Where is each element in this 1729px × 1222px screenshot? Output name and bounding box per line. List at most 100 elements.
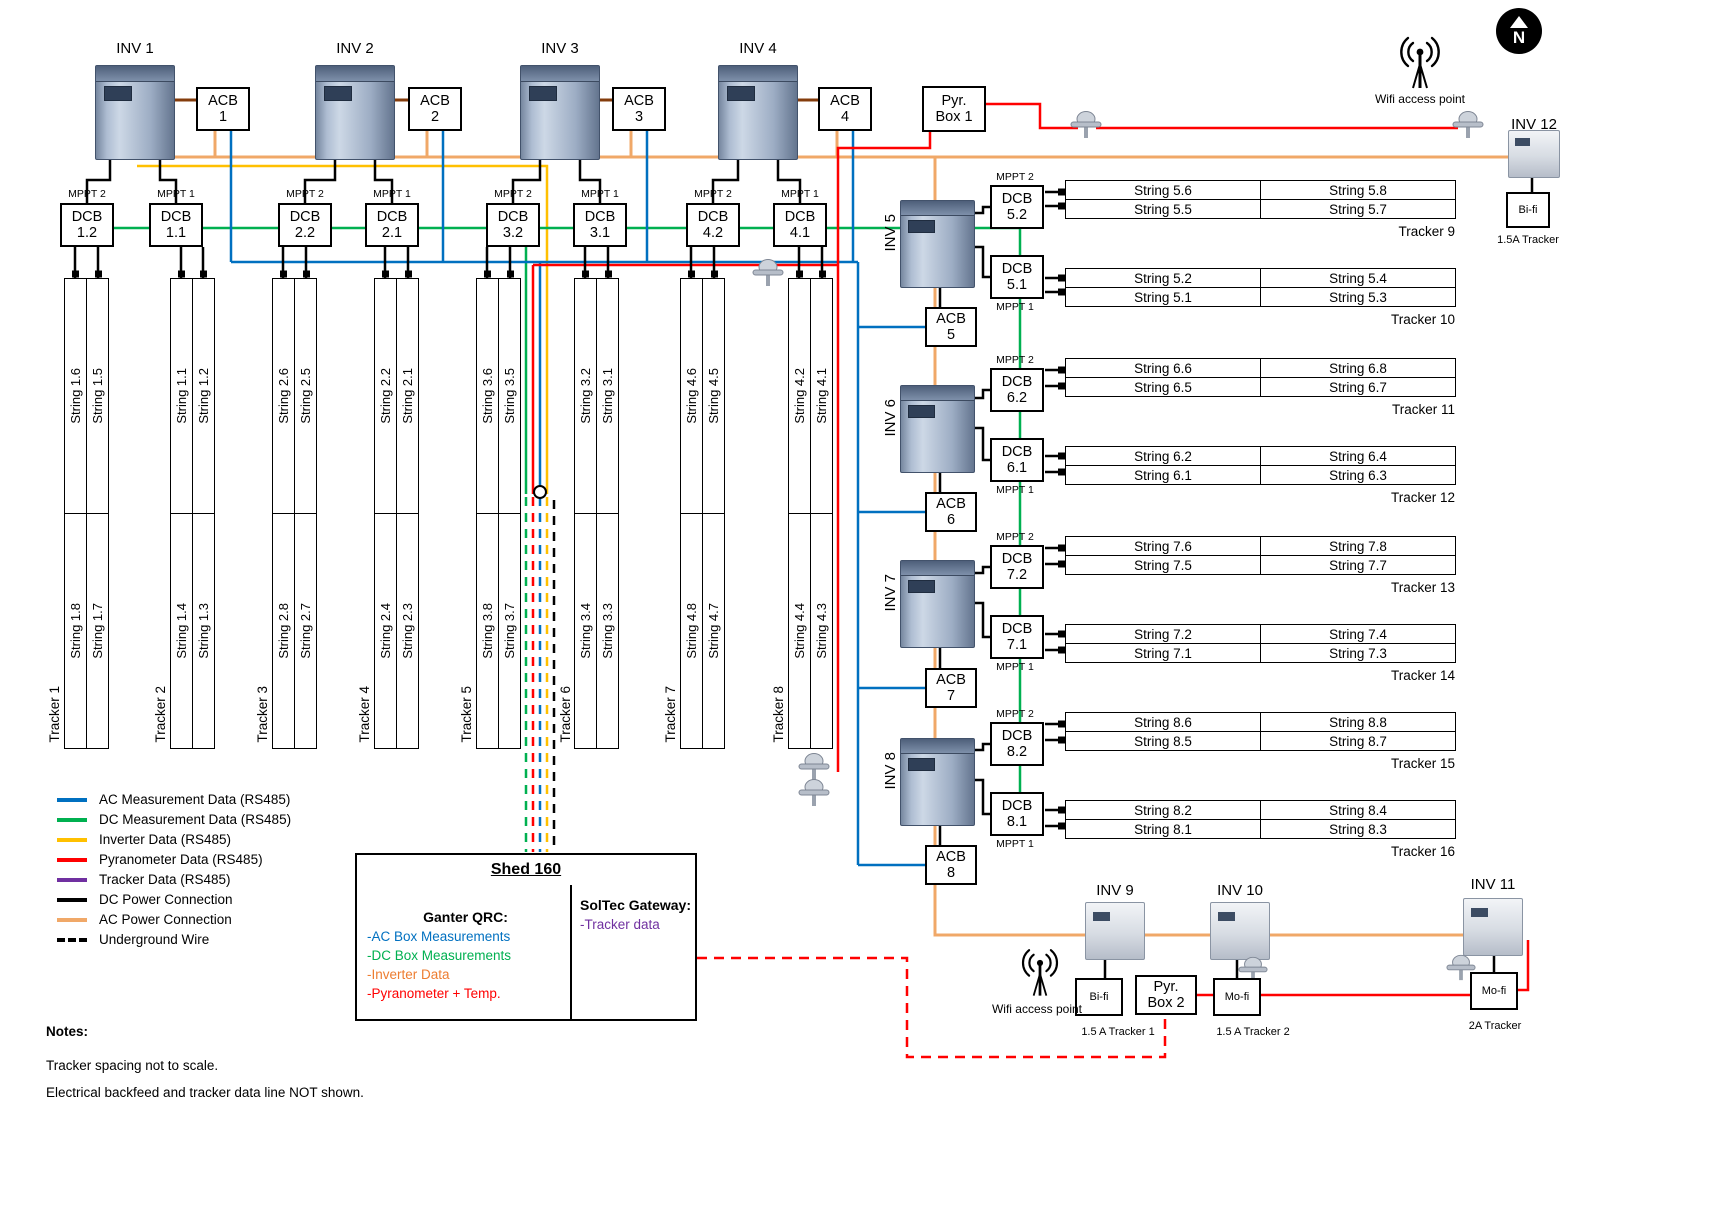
pyranometer-icon xyxy=(1068,108,1104,145)
dcb-box: DCB 7.1 xyxy=(990,615,1044,659)
legend-swatch xyxy=(57,837,87,842)
dcb-box: DCB 6.1 xyxy=(990,438,1044,482)
inverter-label: INV 11 xyxy=(1470,876,1516,893)
legend-swatch xyxy=(57,797,87,802)
tracker-label: Tracker 16 xyxy=(1390,844,1455,859)
string-label: String 1.5 xyxy=(90,368,105,424)
string-cell: String 2.8 xyxy=(272,513,295,749)
mofi-box: Mo-fi xyxy=(1213,978,1261,1016)
string-cell: String 8.2 xyxy=(1065,800,1261,820)
string-label: String 2.6 xyxy=(276,368,291,424)
legend-label: Inverter Data (RS485) xyxy=(99,832,232,847)
legend-swatch xyxy=(57,897,87,902)
dcb-label: DCB 6.1 xyxy=(1001,443,1033,476)
pyr-box-1-label: Pyr. Box 1 xyxy=(935,92,973,125)
inverter-label: INV 10 xyxy=(1217,882,1263,899)
tracker-table: String 1.6 String 1.5 String 1.8 String … xyxy=(64,278,110,750)
shed-item: -AC Box Measurements xyxy=(367,929,511,944)
shed-box: Shed 160 Ganter QRC: -AC Box Measurement… xyxy=(355,853,697,1021)
string-label: String 3.3 xyxy=(600,603,615,659)
string-cell: String 6.7 xyxy=(1260,377,1456,397)
string-cell: String 3.4 xyxy=(574,513,597,749)
inverter-label: INV 2 xyxy=(336,40,374,57)
string-cell: String 6.3 xyxy=(1260,465,1456,485)
string-cell: String 4.8 xyxy=(680,513,703,749)
tracker-caption: 1.5A Tracker xyxy=(1497,234,1559,246)
dcb-label: DCB 2.2 xyxy=(289,208,321,241)
compass-letter: N xyxy=(1512,28,1526,47)
legend-label: Pyranometer Data (RS485) xyxy=(99,852,263,867)
inverter-image xyxy=(520,65,600,160)
acb-label: ACB 5 xyxy=(936,310,966,343)
legend-item: AC Power Connection xyxy=(57,912,232,927)
string-cell: String 7.8 xyxy=(1260,536,1456,556)
bifi-label: Bi-fi xyxy=(1518,203,1538,216)
string-label: String 4.1 xyxy=(814,368,829,424)
junction-node xyxy=(533,485,547,499)
mofi-label: Mo-fi xyxy=(1224,990,1250,1003)
tracker-label: Tracker 15 xyxy=(1390,756,1455,771)
tracker-table: String 1.1 String 1.2 String 1.4 String … xyxy=(170,278,216,750)
legend-item: DC Power Connection xyxy=(57,892,233,907)
string-cell: String 7.5 xyxy=(1065,555,1261,575)
inverter-image xyxy=(900,385,975,473)
string-label: String 1.4 xyxy=(174,603,189,659)
tracker-table: String 4.2 String 4.1 String 4.4 String … xyxy=(788,278,834,750)
tracker-table: String 2.6 String 2.5 String 2.8 String … xyxy=(272,278,318,750)
string-cell: String 1.4 xyxy=(170,513,193,749)
string-label: String 4.5 xyxy=(706,368,721,424)
string-label: String 3.4 xyxy=(578,603,593,659)
string-cell: String 5.8 xyxy=(1260,180,1456,200)
string-cell: String 8.7 xyxy=(1260,731,1456,751)
dcb-label: DCB 4.1 xyxy=(784,208,816,241)
string-label: String 4.4 xyxy=(792,603,807,659)
acb-label: ACB 4 xyxy=(830,92,860,125)
dcb-label: DCB 1.2 xyxy=(71,208,103,241)
tracker-table: String 6.2 String 6.4 String 6.1 String … xyxy=(1065,446,1457,505)
string-label: String 1.8 xyxy=(68,603,83,659)
string-cell: String 3.8 xyxy=(476,513,499,749)
dcb-label: DCB 8.2 xyxy=(1001,727,1033,760)
dcb-label: DCB 5.1 xyxy=(1001,260,1033,293)
inverter-image xyxy=(315,65,395,160)
string-cell: String 3.5 xyxy=(498,278,521,514)
acb-label: ACB 8 xyxy=(936,848,966,881)
compass-icon: N xyxy=(1496,8,1542,54)
string-cell: String 3.2 xyxy=(574,278,597,514)
string-label: String 2.8 xyxy=(276,603,291,659)
string-cell: String 2.6 xyxy=(272,278,295,514)
string-cell: String 4.6 xyxy=(680,278,703,514)
string-cell: String 6.2 xyxy=(1065,446,1261,466)
mppt-label: MPPT 1 xyxy=(996,484,1034,496)
legend-label: DC Power Connection xyxy=(99,892,233,907)
legend-item: AC Measurement Data (RS485) xyxy=(57,792,290,807)
mppt-label: MPPT 1 xyxy=(157,188,195,200)
mppt-label: MPPT 2 xyxy=(494,188,532,200)
notes-header: Notes: xyxy=(46,1024,89,1039)
string-cell: String 3.6 xyxy=(476,278,499,514)
shed-right-cell: SolTec Gateway: -Tracker data xyxy=(572,885,695,1021)
string-cell: String 5.4 xyxy=(1260,268,1456,288)
dcb-box: DCB 6.2 xyxy=(990,368,1044,412)
tracker-label: Tracker 8 xyxy=(771,686,786,743)
string-cell: String 7.4 xyxy=(1260,624,1456,644)
string-label: String 2.4 xyxy=(378,603,393,659)
acb-box: ACB 5 xyxy=(925,307,977,347)
acb-label: ACB 7 xyxy=(936,671,966,704)
string-cell: String 8.8 xyxy=(1260,712,1456,732)
pyranometer-icon xyxy=(750,256,786,293)
tracker-label: Tracker 2 xyxy=(153,686,168,743)
tracker-label: Tracker 13 xyxy=(1390,580,1455,595)
mofi-label: Mo-fi xyxy=(1481,984,1507,997)
mppt-label: MPPT 1 xyxy=(581,188,619,200)
mppt-label: MPPT 2 xyxy=(996,531,1034,543)
inverter-image xyxy=(1508,130,1560,178)
string-cell: String 7.3 xyxy=(1260,643,1456,663)
inverter-image xyxy=(1210,902,1270,960)
string-label: String 1.7 xyxy=(90,603,105,659)
dcb-label: DCB 3.1 xyxy=(584,208,616,241)
dcb-box: DCB 3.2 xyxy=(486,203,540,247)
acb-box: ACB 6 xyxy=(925,492,977,532)
inverter-label: INV 3 xyxy=(541,40,579,57)
